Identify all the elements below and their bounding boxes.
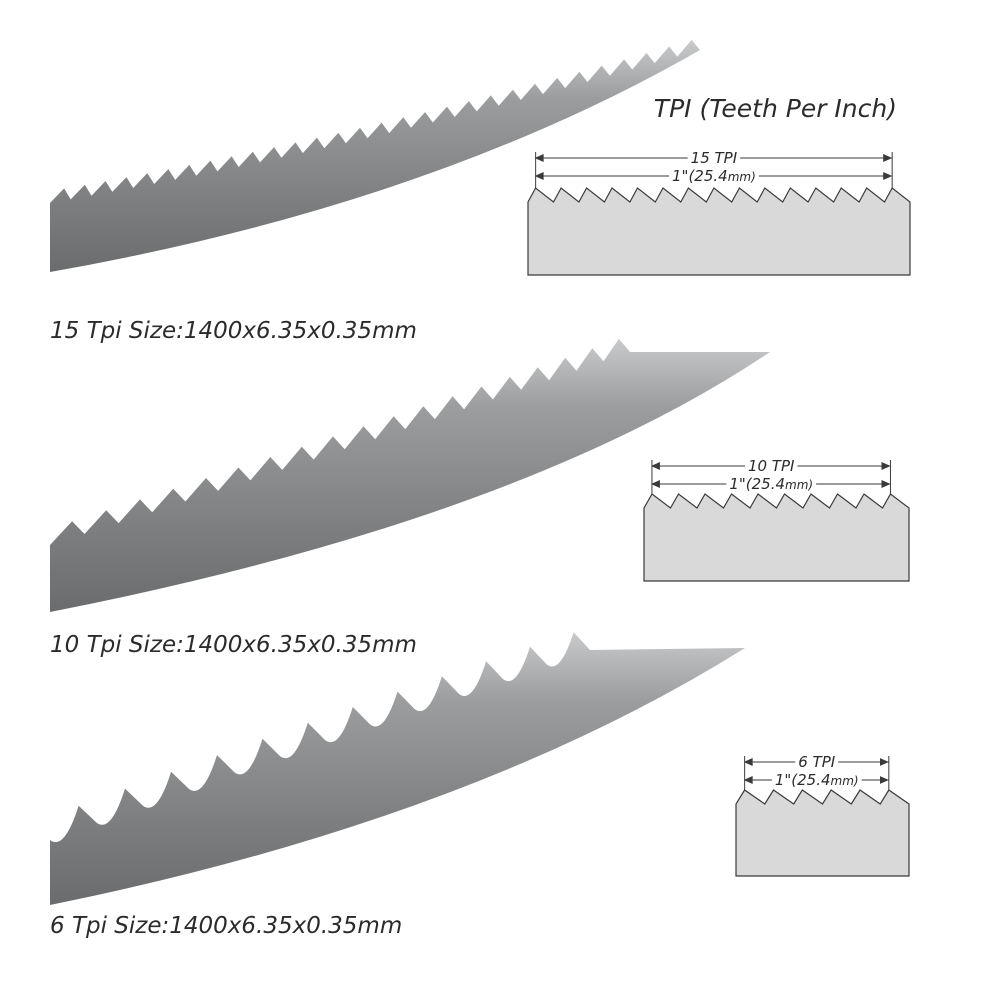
blade-caption-10: 10 Tpi Size:1400x6.35x0.35mm [50,632,417,658]
inch-label-10: 1"(25.4mm) [729,475,813,493]
tpi-diagram-10: 10 TPI 1"(25.4mm) [643,457,910,582]
header-title: TPI (Teeth Per Inch) [654,94,897,123]
blade-caption-15: 15 Tpi Size:1400x6.35x0.35mm [50,318,417,344]
inch-label-6: 1"(25.4mm) [775,771,859,789]
tpi-label-6: 6 TPI [798,753,836,771]
tpi-diagram-15: 15 TPI 1"(25.4mm) [527,149,911,276]
tpi-diagram-6: 6 TPI 1"(25.4mm) [735,753,910,877]
blade-photo-6 [50,632,745,905]
tpi-label-15: 15 TPI [691,149,738,167]
blade-photo-15 [50,39,700,273]
tpi-label-10: 10 TPI [748,457,795,475]
blade-caption-6: 6 Tpi Size:1400x6.35x0.35mm [50,913,402,939]
inch-label-15: 1"(25.4mm) [672,167,756,185]
blade-photo-10 [50,338,770,612]
